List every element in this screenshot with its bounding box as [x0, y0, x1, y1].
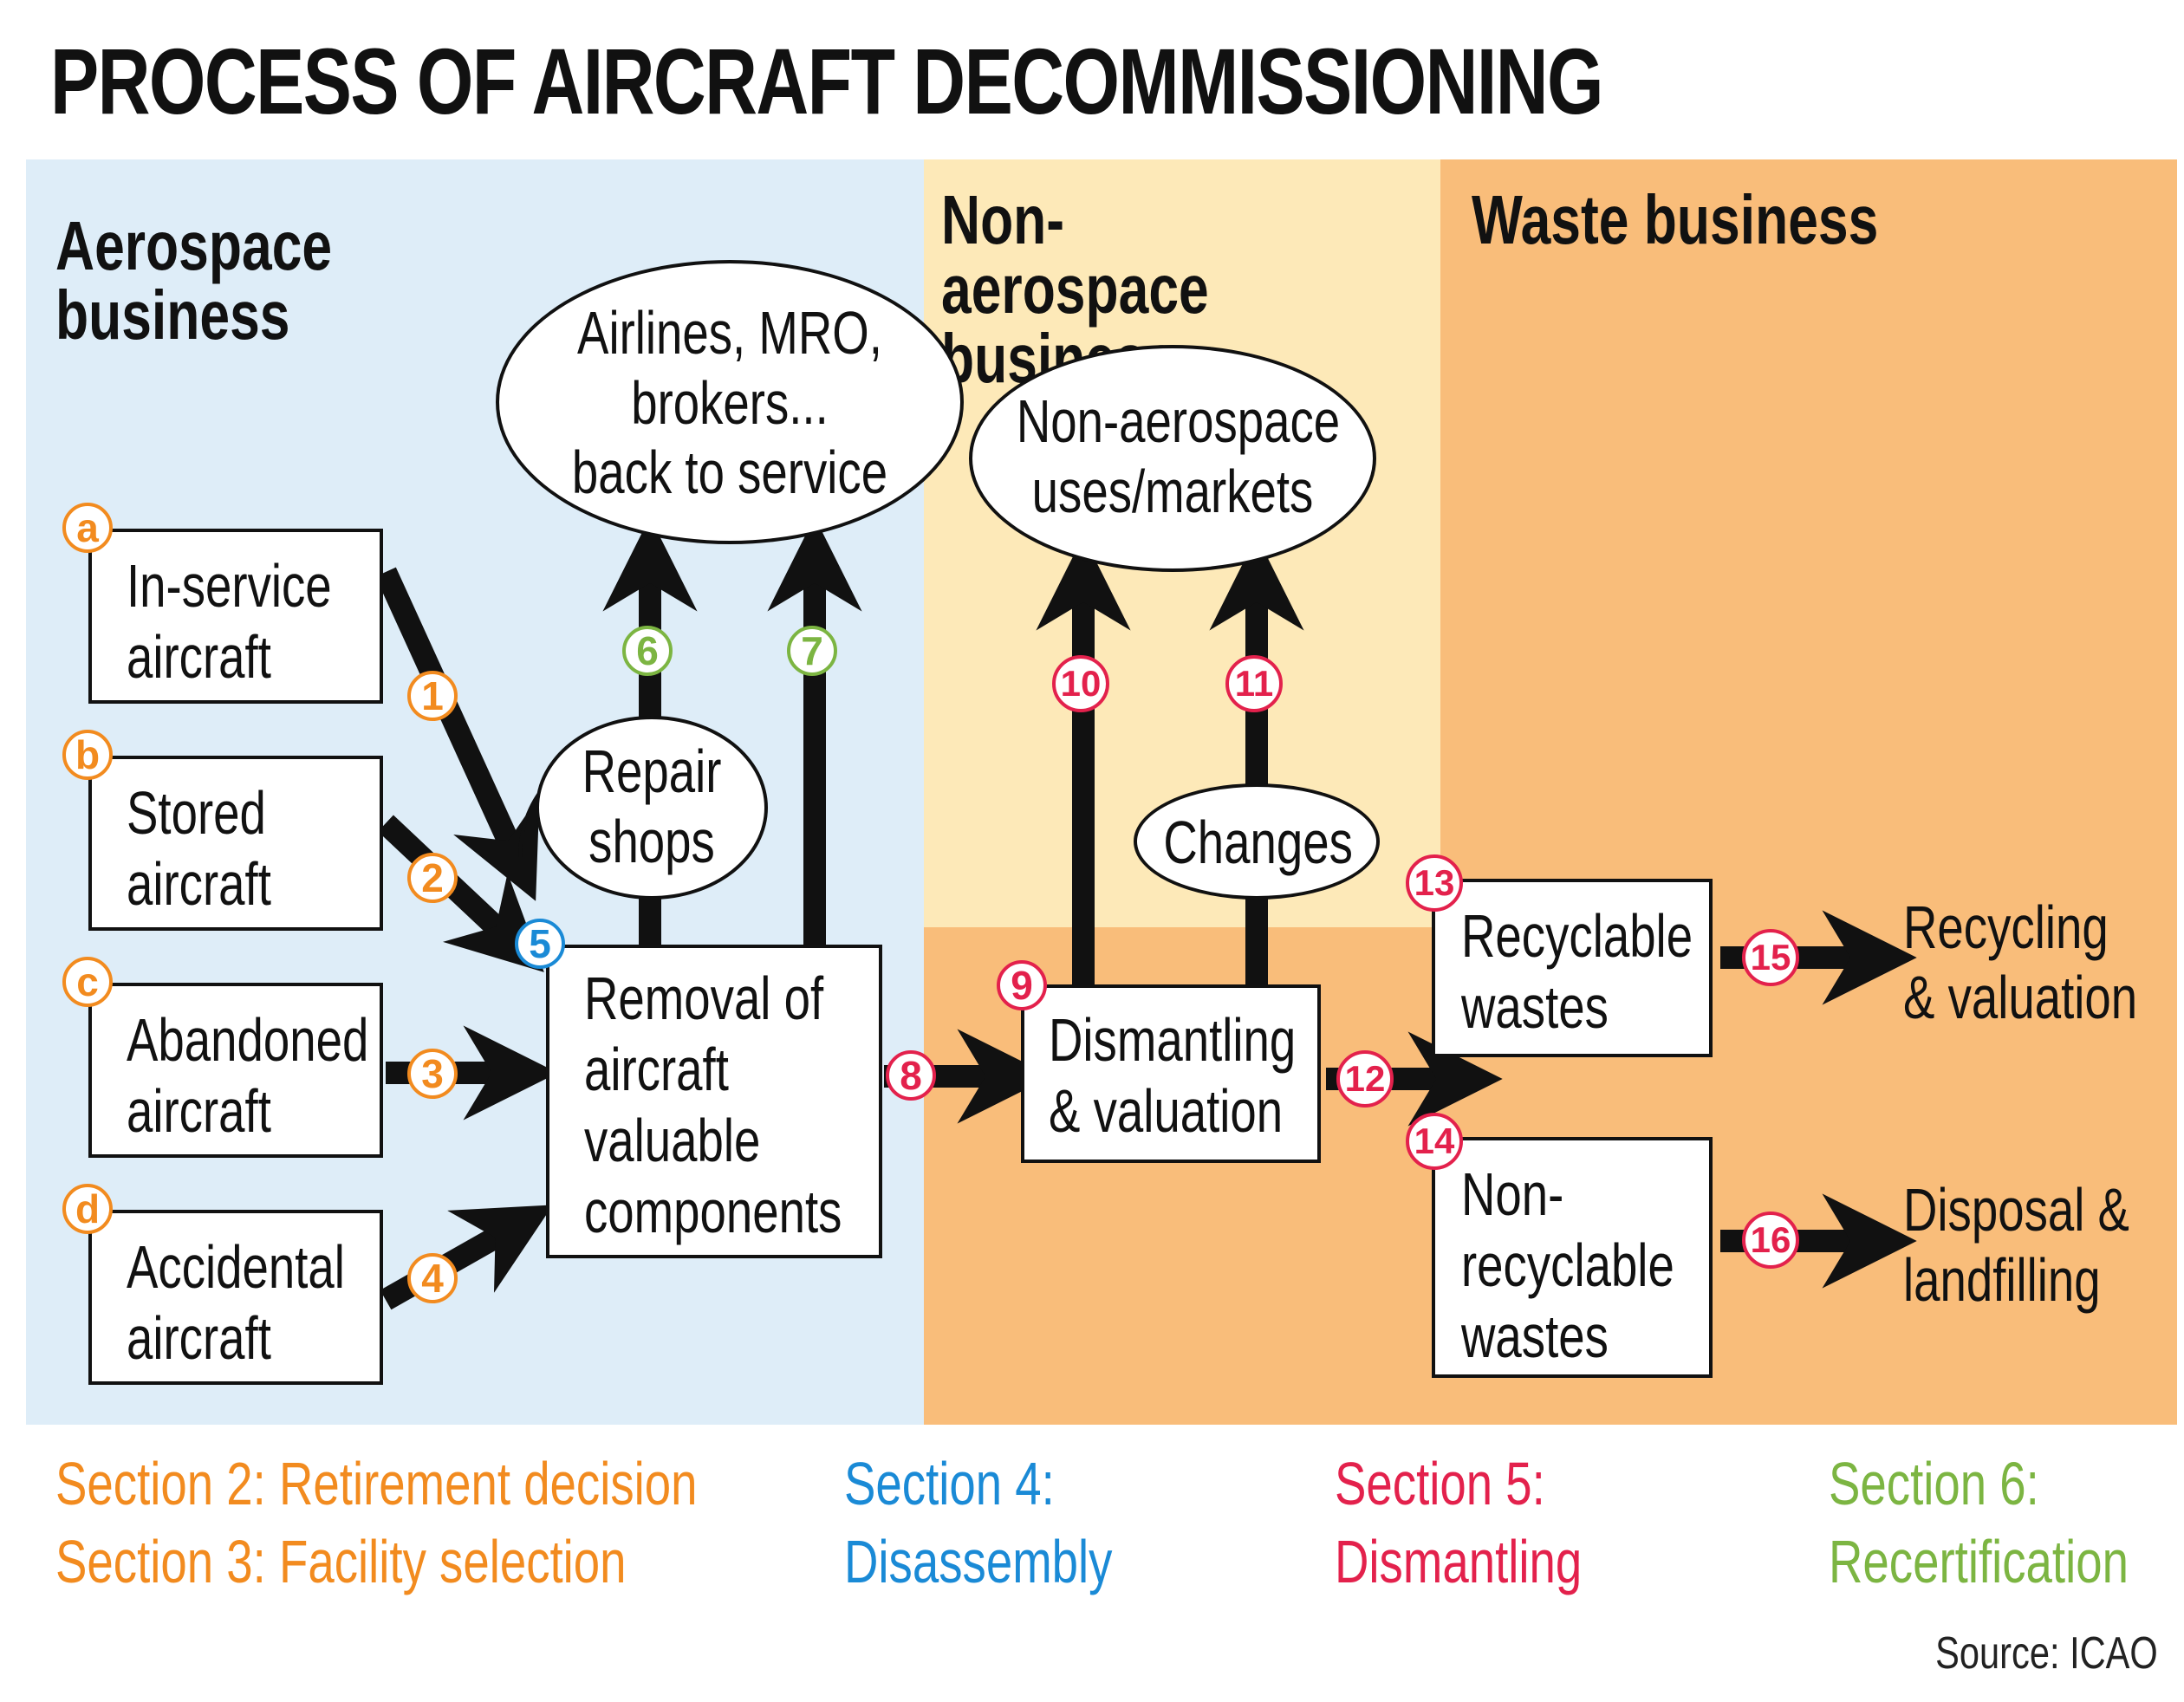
node-disposal-line1: Disposal & [1903, 1176, 2129, 1244]
node-removal-line3: valuable [584, 1106, 761, 1174]
node-dismantling-line2: & valuation [1049, 1076, 1284, 1145]
source-credit: Source: ICAO [1935, 1628, 2158, 1679]
node-changes-label: Changes [1163, 809, 1353, 876]
step-badge-1: 1 [407, 671, 458, 721]
node-recyclable-line2: wastes [1461, 972, 1609, 1041]
legend-section-5a: Section 5: [1335, 1450, 1545, 1517]
arrow-4 [380, 1205, 553, 1310]
node-non-recyclable-wastes: Non- recyclable wastes [1432, 1137, 1713, 1378]
badge-letter-d: d [62, 1184, 113, 1234]
step-badge-13: 13 [1406, 854, 1463, 912]
zone-label-waste: Waste business [1472, 181, 1879, 258]
node-recyclable-wastes: Recyclable wastes [1432, 879, 1713, 1057]
source-in-service-line1: In-service [127, 552, 332, 620]
node-repair-shops: Repair shops [536, 716, 768, 900]
legend-section-3: Section 3: Facility selection [55, 1527, 627, 1595]
step-badge-7: 7 [787, 626, 837, 676]
source-accidental-line1: Accidental [127, 1233, 345, 1301]
step-badge-2: 2 [407, 853, 458, 903]
step-badge-16: 16 [1742, 1212, 1799, 1269]
step-badge-4: 4 [407, 1253, 458, 1303]
legend-section-2: Section 2: Retirement decision [55, 1450, 698, 1517]
step-badge-11: 11 [1225, 655, 1283, 712]
node-removal-line4: components [584, 1177, 842, 1245]
node-repair-line2: shops [588, 807, 715, 875]
badge-letter-c: c [62, 957, 113, 1007]
node-recycling-valuation: Recycling & valuation [1903, 893, 2137, 1032]
step-badge-14: 14 [1406, 1113, 1463, 1170]
node-non-aero-line2: uses/markets [1031, 457, 1314, 525]
source-accidental-line2: aircraft [127, 1303, 271, 1372]
legend-red: Section 5: Dismantling [1335, 1445, 1582, 1601]
step-badge-9: 9 [997, 960, 1047, 1010]
legend-section-4a: Section 4: [844, 1450, 1055, 1517]
step-badge-6: 6 [622, 626, 673, 676]
legend-section-4b: Disassembly [844, 1527, 1113, 1595]
legend-blue: Section 4: Disassembly [844, 1445, 1112, 1601]
source-box-abandoned: Abandoned aircraft [88, 983, 383, 1158]
node-non-recyclable-line1: Non- [1461, 1160, 1564, 1228]
node-removal: Removal of aircraft valuable components [546, 945, 882, 1258]
step-badge-5: 5 [515, 919, 565, 969]
zone-label-aerospace: Aerospace business [55, 211, 332, 350]
legend-section-6a: Section 6: [1829, 1450, 2039, 1517]
source-box-stored: Stored aircraft [88, 756, 383, 931]
source-box-in-service: In-service aircraft [88, 529, 383, 704]
node-recyclable-line1: Recyclable [1461, 902, 1693, 970]
node-removal-line2: aircraft [584, 1035, 729, 1103]
step-badge-10: 10 [1052, 655, 1109, 712]
step-badge-8: 8 [886, 1050, 936, 1101]
arrow-1 [375, 567, 540, 901]
badge-letter-b: b [62, 730, 113, 780]
step-badge-3: 3 [407, 1049, 458, 1099]
node-airlines: Airlines, MRO, brokers... back to servic… [496, 260, 964, 544]
node-changes: Changes [1134, 783, 1380, 900]
source-in-service-line2: aircraft [127, 622, 271, 691]
legend-section-6b: Recertification [1829, 1527, 2129, 1595]
badge-letter-a: a [62, 503, 113, 553]
step-badge-12: 12 [1336, 1050, 1394, 1108]
node-airlines-line2: brokers... [631, 368, 829, 437]
legend-section-5b: Dismantling [1335, 1527, 1583, 1595]
diagram-title: PROCESS OF AIRCRAFT DECOMMISSIONING [50, 29, 1604, 133]
node-repair-line1: Repair [582, 737, 722, 805]
node-removal-line1: Removal of [584, 965, 824, 1032]
node-non-aerospace-markets: Non-aerospace uses/markets [969, 345, 1376, 572]
source-stored-line2: aircraft [127, 849, 271, 918]
node-dismantling-line1: Dismantling [1049, 1006, 1297, 1074]
source-box-accidental: Accidental aircraft [88, 1210, 383, 1385]
node-airlines-line3: back to service [571, 438, 888, 506]
node-non-recyclable-line3: wastes [1461, 1302, 1609, 1370]
node-recycling-line1: Recycling [1903, 893, 2109, 961]
node-recycling-line2: & valuation [1903, 963, 2138, 1031]
node-disposal-landfilling: Disposal & landfilling [1903, 1175, 2129, 1315]
node-disposal-line2: landfilling [1903, 1245, 2101, 1314]
node-non-aero-line1: Non-aerospace [1016, 387, 1341, 455]
legend-green: Section 6: Recertification [1829, 1445, 2129, 1601]
node-dismantling: Dismantling & valuation [1021, 984, 1321, 1163]
step-badge-15: 15 [1742, 929, 1799, 986]
node-airlines-line1: Airlines, MRO, [577, 299, 882, 367]
node-non-recyclable-line2: recyclable [1461, 1231, 1674, 1299]
legend-orange: Section 2: Retirement decision Section 3… [55, 1445, 698, 1601]
source-abandoned-line1: Abandoned [127, 1006, 369, 1074]
source-stored-line1: Stored [127, 779, 266, 847]
source-abandoned-line2: aircraft [127, 1076, 271, 1145]
